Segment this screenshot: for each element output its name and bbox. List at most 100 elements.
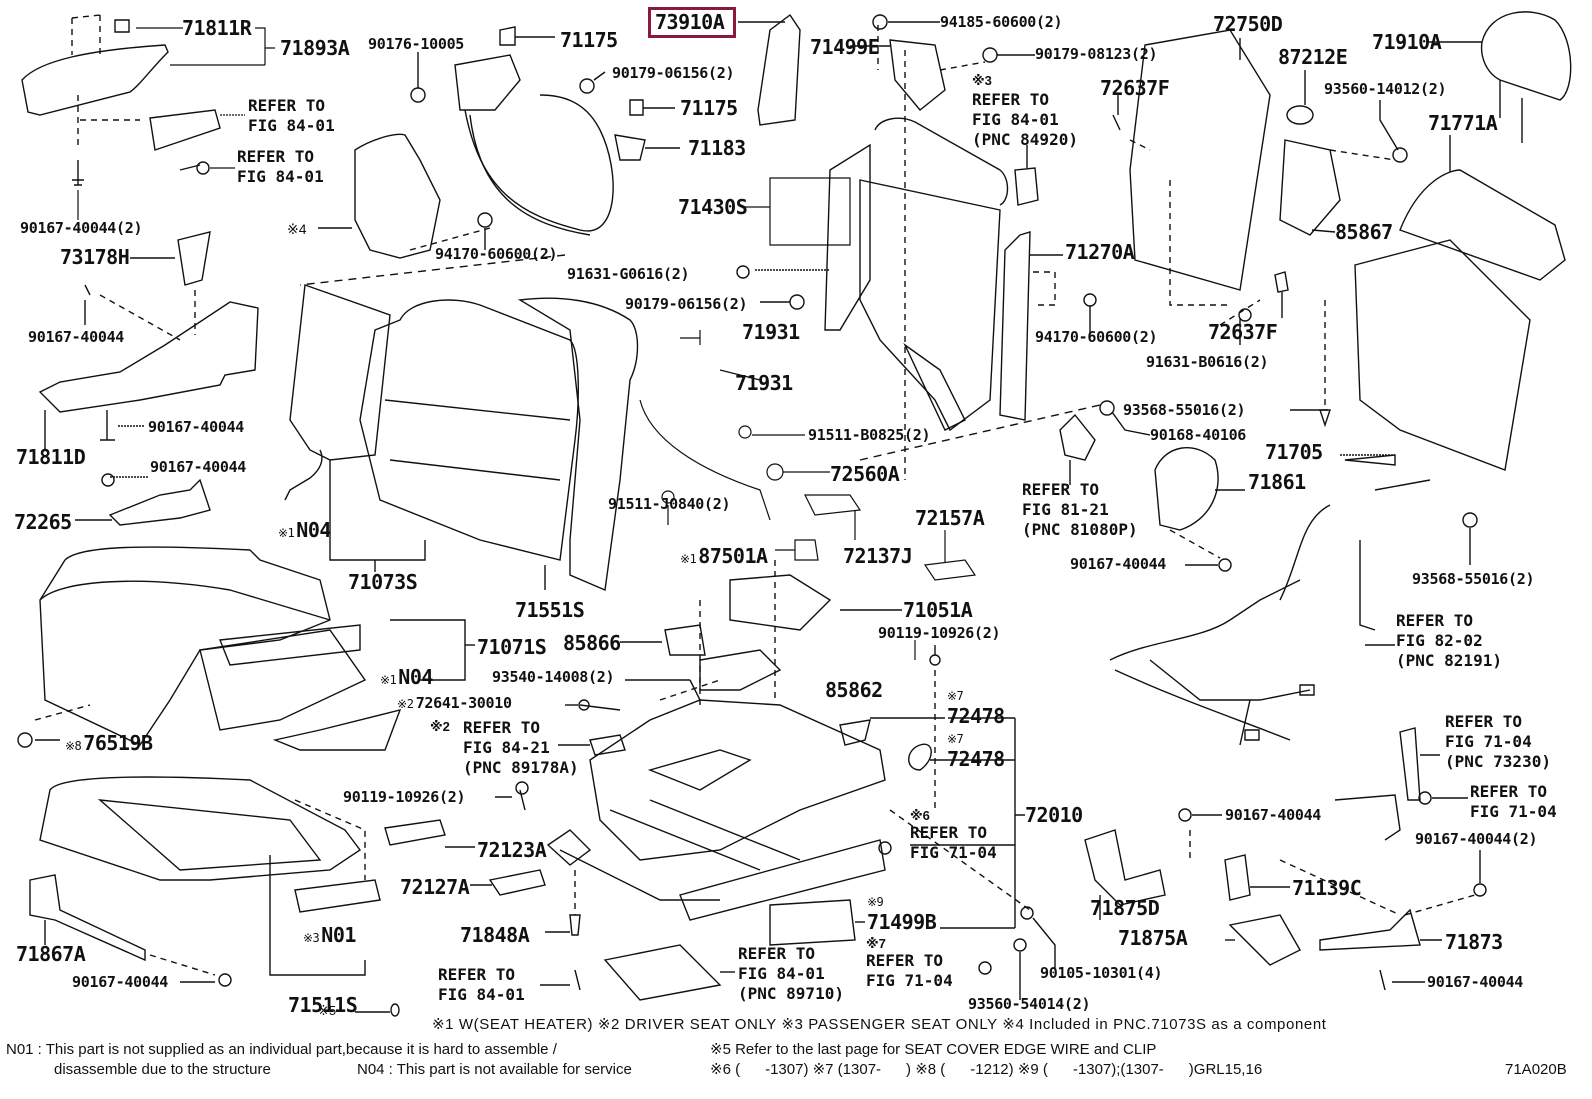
buckle-shape [1335, 728, 1468, 840]
refer-to-fig-71-04-pnc-73230[interactable]: REFER TO FIG 71-04 (PNC 73230) [1445, 712, 1551, 771]
part-label-90167-40044[interactable]: 90167-40044 [1225, 806, 1322, 824]
part-label-90167-40044[interactable]: 90167-40044 [1070, 555, 1167, 573]
part-label-85862[interactable]: 85862 [825, 678, 883, 702]
part-label-71811R[interactable]: 71811R [182, 16, 252, 40]
part-label-71861[interactable]: 71861 [1248, 470, 1306, 494]
note-mark-2: ※2 [397, 697, 414, 711]
part-label-90105-10301[interactable]: 90105-10301(4) [1040, 964, 1163, 982]
part-label-72637F[interactable]: 72637F [1100, 76, 1170, 100]
part-label-71893A[interactable]: 71893A [280, 36, 350, 60]
part-label-72123A[interactable]: 72123A [477, 838, 547, 862]
part-label-71811D[interactable]: 71811D [16, 445, 86, 469]
part-label-93568-55016[interactable]: 93568-55016(2) [1123, 401, 1246, 419]
part-label-71873[interactable]: 71873 [1445, 930, 1503, 954]
part-label-72137J[interactable]: 72137J [843, 544, 913, 568]
part-label-90168-40106[interactable]: 90168-40106 [1150, 426, 1247, 444]
part-label-71875A[interactable]: 71875A [1118, 926, 1188, 950]
part-label-71511S[interactable]: 71511S [288, 993, 358, 1017]
lumbar-85867-shape [1280, 70, 1407, 235]
part-label-73910A[interactable]: 73910A [655, 10, 725, 34]
part-label-93540-14008[interactable]: 93540-14008(2) [492, 668, 615, 686]
part-label-93560-14012[interactable]: 93560-14012(2) [1324, 80, 1447, 98]
part-label-71139C[interactable]: 71139C [1292, 876, 1362, 900]
footnote-n01-continued: disassemble due to the structure [54, 1061, 271, 1078]
refer-to-fig-81-21[interactable]: REFER TO FIG 81-21 (PNC 81080P) [1022, 480, 1138, 539]
part-label-72750D[interactable]: 72750D [1213, 12, 1283, 36]
part-label-94170-60600[interactable]: 94170-60600(2) [435, 245, 558, 263]
part-label-72010[interactable]: 72010 [1025, 803, 1083, 827]
part-label-71430S[interactable]: 71430S [678, 195, 748, 219]
part-label-90167-40044[interactable]: 90167-40044 [28, 328, 125, 346]
part-label-71848A[interactable]: 71848A [460, 923, 530, 947]
part-label-93560-54014[interactable]: 93560-54014(2) [968, 995, 1091, 1013]
part-label-87212E[interactable]: 87212E [1278, 45, 1348, 69]
part-label-71183[interactable]: 71183 [688, 136, 746, 160]
footnote-date-ranges: ※6 ( -1307) ※7 (1307- ) ※8 ( -1212) ※9 (… [710, 1061, 1263, 1078]
part-label-85867[interactable]: 85867 [1335, 220, 1393, 244]
part-label-94170-60600[interactable]: 94170-60600(2) [1035, 328, 1158, 346]
part-label-90167-40044[interactable]: 90167-40044 [148, 418, 245, 436]
part-label-91511-J0840[interactable]: 91511-J0840(2) [608, 495, 731, 513]
part-label-90167-40044[interactable]: 90167-40044 [72, 973, 169, 991]
part-label-72157A[interactable]: 72157A [915, 506, 985, 530]
part-label-71073S[interactable]: 71073S [348, 570, 418, 594]
part-label-71867A[interactable]: 71867A [16, 942, 86, 966]
part-label-71071S[interactable]: 71071S [477, 635, 547, 659]
part-label-71771A[interactable]: 71771A [1428, 111, 1498, 135]
part-label-71705[interactable]: 71705 [1265, 440, 1323, 464]
part-label-91631-B0616[interactable]: 91631-B0616(2) [1146, 353, 1269, 371]
part-label-90167-40044[interactable]: 90167-40044 [1427, 973, 1524, 991]
part-label-71910A[interactable]: 71910A [1372, 30, 1442, 54]
part-label-72265[interactable]: 72265 [14, 510, 72, 534]
part-label-71875D[interactable]: 71875D [1090, 896, 1160, 920]
part-label-71551S[interactable]: 71551S [515, 598, 585, 622]
part-label-72127A[interactable]: 72127A [400, 875, 470, 899]
refer-to-fig-84-01-pnc-89710[interactable]: REFER TO FIG 84-01 (PNC 89710) [738, 944, 844, 1003]
part-label-73178H[interactable]: 73178H [60, 245, 130, 269]
part-label-71175[interactable]: 71175 [560, 28, 618, 52]
part-label-93568-55016[interactable]: 93568-55016(2) [1412, 570, 1535, 588]
refer-to-fig-71-04[interactable]: REFER TO FIG 71-04 [1470, 782, 1557, 821]
part-label-90179-08123[interactable]: 90179-08123(2) [1035, 45, 1158, 63]
refer-to-fig-84-01[interactable]: REFER TO FIG 84-01 [438, 965, 525, 1004]
part-label-90119-10926[interactable]: 90119-10926(2) [878, 624, 1001, 642]
part-label-85866[interactable]: 85866 [563, 631, 621, 655]
part-label-90119-10926[interactable]: 90119-10926(2) [343, 788, 466, 806]
part-label-71931[interactable]: 71931 [735, 371, 793, 395]
refer-to-fig-84-01[interactable]: REFER TO FIG 84-01 [237, 147, 324, 186]
part-label-90167-40044[interactable]: 90167-40044(2) [1415, 830, 1538, 848]
part-label-71931[interactable]: 71931 [742, 320, 800, 344]
part-label-72637F[interactable]: 72637F [1208, 320, 1278, 344]
part-label-71499E[interactable]: 71499E [810, 35, 880, 59]
part-label-90167-40044[interactable]: 90167-40044(2) [20, 219, 143, 237]
part-label-72560A[interactable]: 72560A [830, 462, 900, 486]
part-label-71051A[interactable]: 71051A [903, 598, 973, 622]
refer-to-fig-82-02[interactable]: REFER TO FIG 82-02 (PNC 82191) [1396, 611, 1502, 670]
part-label-91511-B0825[interactable]: 91511-B0825(2) [808, 426, 931, 444]
part-label-91631-G0616[interactable]: 91631-G0616(2) [567, 265, 690, 283]
part-label-90179-06156[interactable]: 90179-06156(2) [625, 295, 748, 313]
part-label-94185-60600[interactable]: 94185-60600(2) [940, 13, 1063, 31]
part-label-90176-10005[interactable]: 90176-10005 [368, 35, 465, 53]
footnote-note5: ※5 Refer to the last page for SEAT COVER… [710, 1041, 1157, 1058]
part-label-71270A[interactable]: 71270A [1065, 240, 1135, 264]
part-label-90167-40044[interactable]: 90167-40044 [150, 458, 247, 476]
refer-to-fig-84-01[interactable]: REFER TO FIG 84-01 [248, 96, 335, 135]
note-mark-7: ※7 [947, 689, 964, 703]
part-label-71175[interactable]: 71175 [680, 96, 738, 120]
part-label-90179-06156[interactable]: 90179-06156(2) [612, 64, 735, 82]
note5-marker-shape [355, 1004, 399, 1016]
